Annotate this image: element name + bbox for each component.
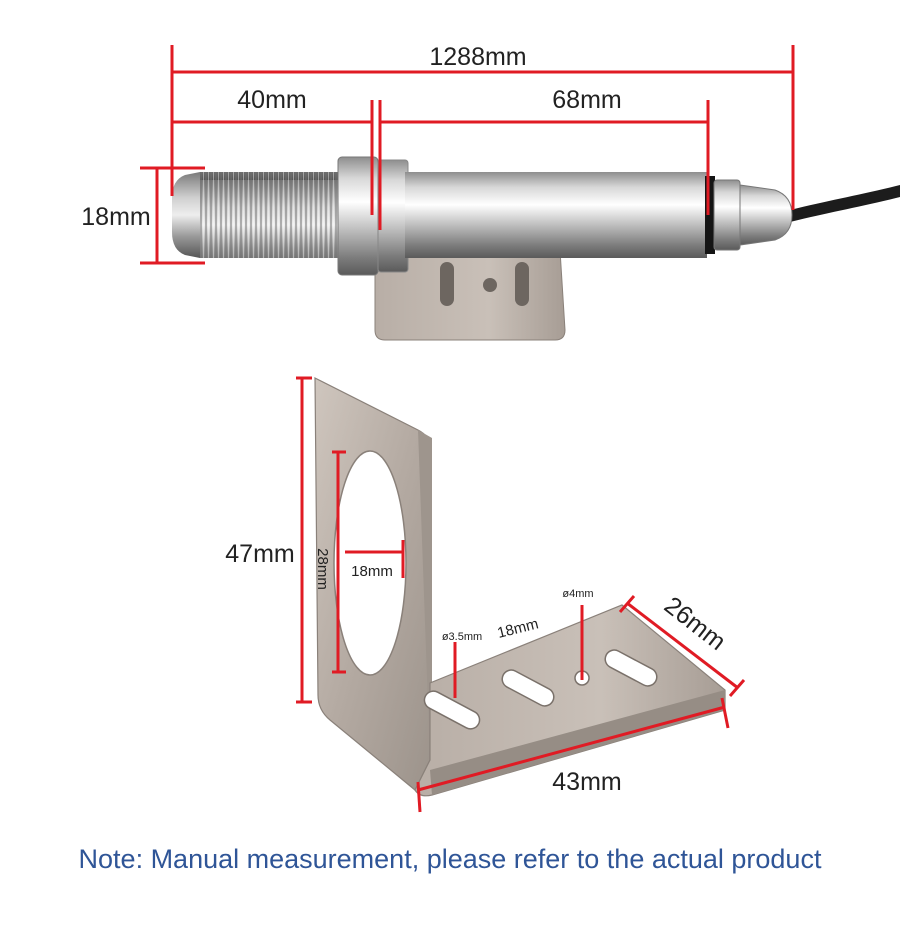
sensor-illustration	[172, 156, 900, 341]
bracket-dimension-lines	[296, 376, 746, 813]
dim-thread-length: 40mm	[237, 86, 306, 114]
dim-small-hole-diameter: ø4mm	[562, 588, 593, 600]
sensor-dimension-lines	[140, 45, 795, 265]
bracket-hole	[483, 278, 497, 292]
dim-hole-width: 18mm	[351, 563, 393, 580]
sensor-cable	[790, 185, 900, 222]
sensor-thread	[200, 172, 340, 258]
dim-sensor-diameter: 18mm	[81, 203, 150, 231]
dim-slot-hole-diameter: ø3.5mm	[442, 631, 482, 643]
bracket-base-edge	[430, 690, 725, 795]
sensor-gland	[713, 179, 741, 251]
dim-slot-spacing: 18mm	[496, 615, 541, 642]
dim-total-length: 1288mm	[429, 43, 526, 71]
bracket-slot-2	[501, 669, 555, 707]
sensor-body	[405, 172, 707, 258]
measurement-note: Note: Manual measurement, please refer t…	[78, 844, 822, 874]
bracket-slot-3	[604, 649, 658, 687]
sensor-thread-tip	[172, 172, 200, 258]
sensor-gland-cap	[739, 184, 793, 246]
dim-bracket-base-width: 43mm	[552, 768, 621, 796]
bracket-plate-edge	[418, 430, 432, 760]
bracket-slot	[515, 262, 529, 306]
bracket-illustration	[314, 377, 726, 797]
bracket-large-hole	[333, 450, 407, 676]
dim-body-length: 68mm	[552, 86, 621, 114]
sensor-washer	[377, 159, 409, 273]
dim-bracket-height: 47mm	[225, 540, 294, 568]
sensor-oring	[705, 176, 715, 254]
bracket-slot-1	[423, 690, 481, 730]
dim-hole-height: 28mm	[314, 548, 331, 590]
bracket-slot	[440, 262, 454, 306]
